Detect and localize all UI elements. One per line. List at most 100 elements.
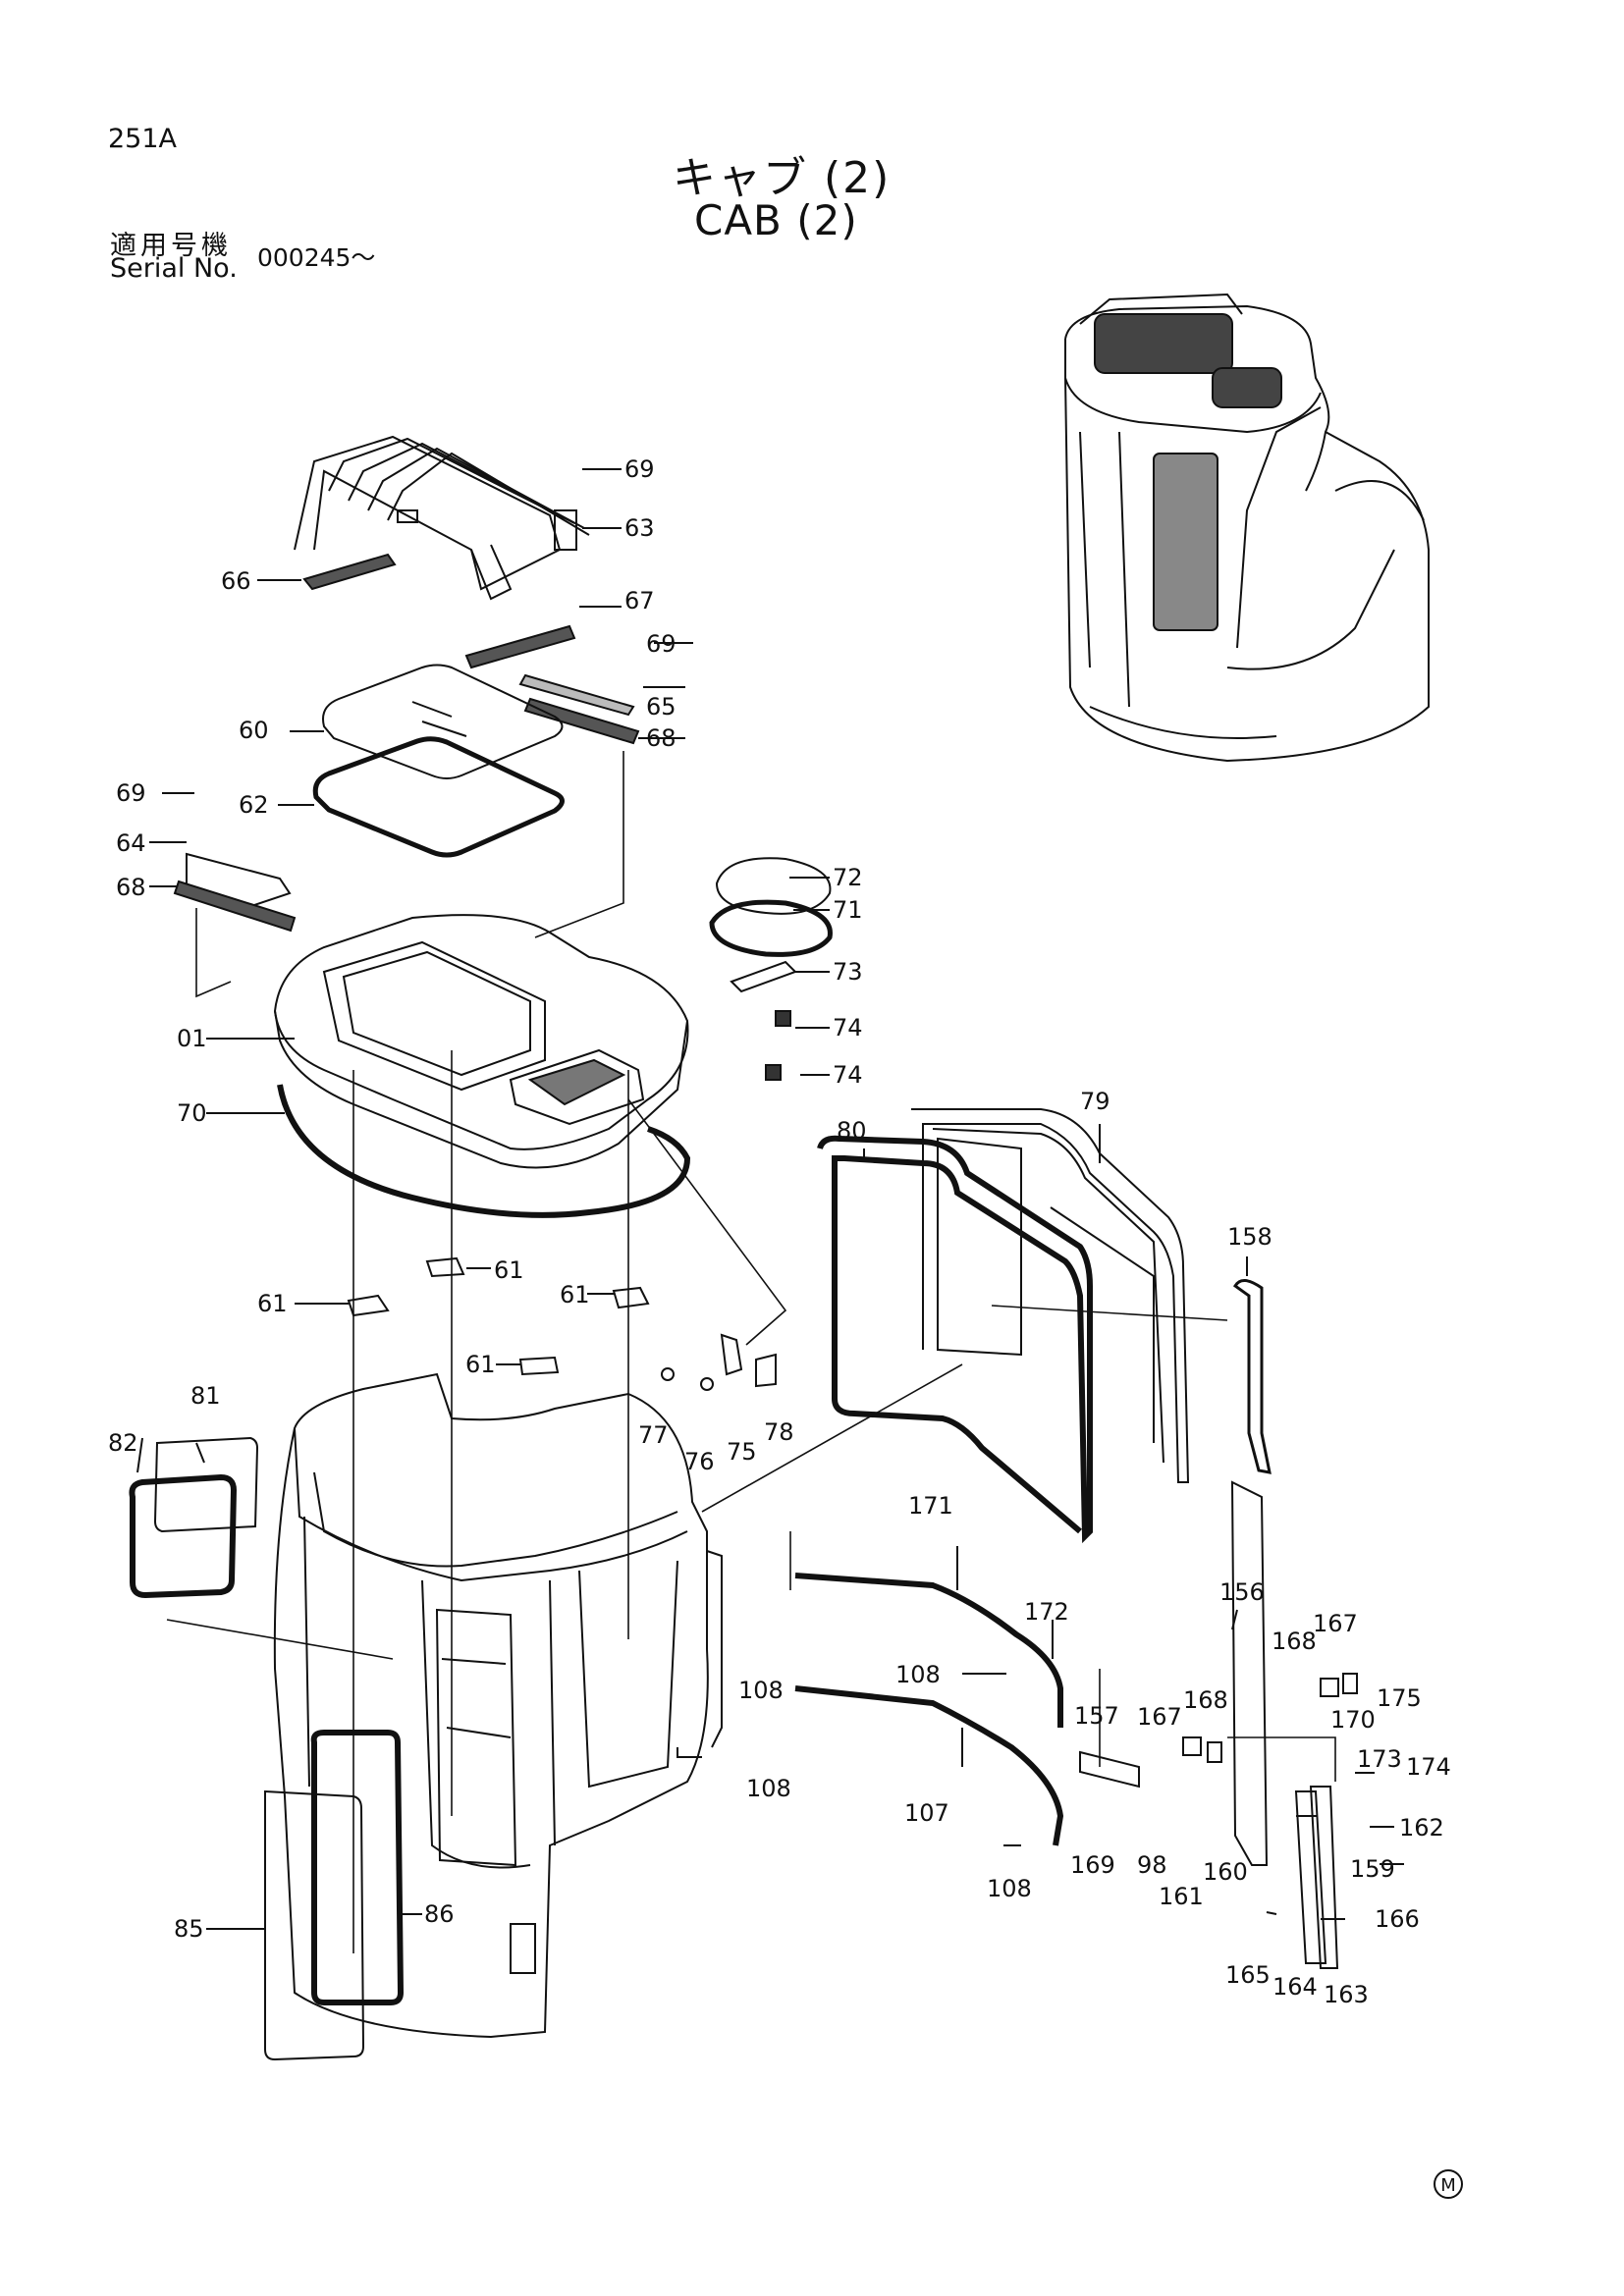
callout-156: 156 [1219,1578,1265,1606]
plate-61-left [347,1294,390,1317]
part-168-lower [1207,1741,1222,1763]
callout-158: 158 [1227,1223,1272,1251]
callout-72: 72 [833,864,863,891]
callout-61: 61 [494,1256,524,1284]
callout-172: 172 [1024,1598,1069,1626]
callout-73: 73 [833,958,863,986]
vent-seal-71 [709,899,833,957]
roof-window-60 [322,664,564,779]
callout-70: 70 [177,1099,207,1127]
serial-number-value: 000245～ [257,243,376,272]
plate-61-right [612,1286,650,1309]
callout-164: 164 [1272,1973,1318,2001]
callout-107: 107 [904,1799,949,1827]
callout-160: 160 [1203,1858,1248,1886]
bracket-73 [730,960,797,993]
seal-68-lower [173,880,297,933]
callout-157: 157 [1074,1702,1119,1730]
cab-overview-illustration [1064,293,1430,763]
callout-174: 174 [1406,1753,1451,1781]
callout-108: 108 [895,1661,941,1688]
roof-seal-62 [312,736,565,858]
plate-61-center-lower [518,1356,560,1376]
callout-170: 170 [1330,1706,1376,1734]
rubber-158 [1233,1279,1272,1474]
callout-61: 61 [465,1351,496,1378]
callout-65: 65 [646,693,677,721]
callout-161: 161 [1159,1883,1204,1910]
screw-76 [700,1377,714,1391]
roof-seal-70 [277,1084,691,1218]
callout-162: 162 [1399,1814,1444,1842]
bracket-64 [186,852,292,910]
seal-68-upper [523,697,640,745]
callout-165: 165 [1225,1961,1271,1989]
callout-69: 69 [624,455,655,483]
callout-68: 68 [116,874,146,901]
title-english: CAB (2) [694,196,858,244]
part-168-upper [1320,1678,1339,1697]
callout-64: 64 [116,829,146,857]
callout-77: 77 [638,1421,669,1449]
callout-108: 108 [987,1875,1032,1902]
callout-79: 79 [1080,1088,1110,1115]
serial-label-japanese: 適用号機 [110,231,232,261]
bracket-65 [518,673,635,717]
callout-71: 71 [833,896,863,924]
page-code: 251A [108,124,178,154]
callout-167: 167 [1137,1703,1182,1731]
callout-69: 69 [116,779,146,807]
window-seal-82 [129,1473,238,1599]
callout-167: 167 [1313,1610,1358,1637]
callout-68: 68 [646,724,677,752]
seal-67 [464,624,576,669]
callout-78: 78 [764,1418,794,1446]
callout-175: 175 [1377,1684,1422,1712]
callout-66: 66 [221,567,251,595]
callout-75: 75 [727,1438,757,1466]
roof-guard-63 [294,435,590,601]
lock-plate-156 [1230,1480,1269,1866]
callout-60: 60 [239,717,269,744]
callout-168: 168 [1183,1686,1228,1714]
callout-61: 61 [560,1281,590,1308]
callout-159: 159 [1350,1855,1395,1883]
vent-cover-72 [715,857,832,915]
side-window-81 [153,1436,259,1533]
roof-panel-01 [273,914,689,1169]
plate-61-center-upper [425,1256,465,1278]
callout-62: 62 [239,791,269,819]
front-window-85 [264,1789,365,2061]
handrail-107 [794,1685,1064,1846]
callout-85: 85 [174,1915,204,1943]
callout-61: 61 [257,1290,288,1317]
callout-166: 166 [1375,1905,1420,1933]
callout-81: 81 [190,1382,221,1410]
callout-108: 108 [746,1775,791,1802]
lock-handle-157 [1079,1750,1140,1789]
latch-75 [720,1333,743,1376]
callout-108: 108 [738,1677,784,1704]
callout-163: 163 [1324,1981,1369,2008]
callout-67: 67 [624,587,655,614]
rail-163 [1309,1786,1339,1969]
callout-63: 63 [624,514,655,542]
callout-173: 173 [1357,1745,1402,1773]
callout-98: 98 [1137,1851,1167,1879]
callout-82: 82 [108,1429,138,1457]
callout-80: 80 [837,1117,867,1145]
callout-69: 69 [646,630,677,658]
seal-66 [302,553,397,591]
title-japanese: キャブ (2) [673,153,892,203]
door-seal-80 [817,1135,1093,1544]
callout-74: 74 [833,1014,863,1041]
callout-76: 76 [684,1448,715,1475]
cab-body [273,1372,723,2039]
handrail-171 [794,1573,1063,1728]
callout-74: 74 [833,1061,863,1089]
striker-78 [755,1353,777,1388]
door-frame-79 [911,1108,1190,1483]
callout-01: 01 [177,1025,207,1052]
rail-164 [1294,1790,1327,1964]
